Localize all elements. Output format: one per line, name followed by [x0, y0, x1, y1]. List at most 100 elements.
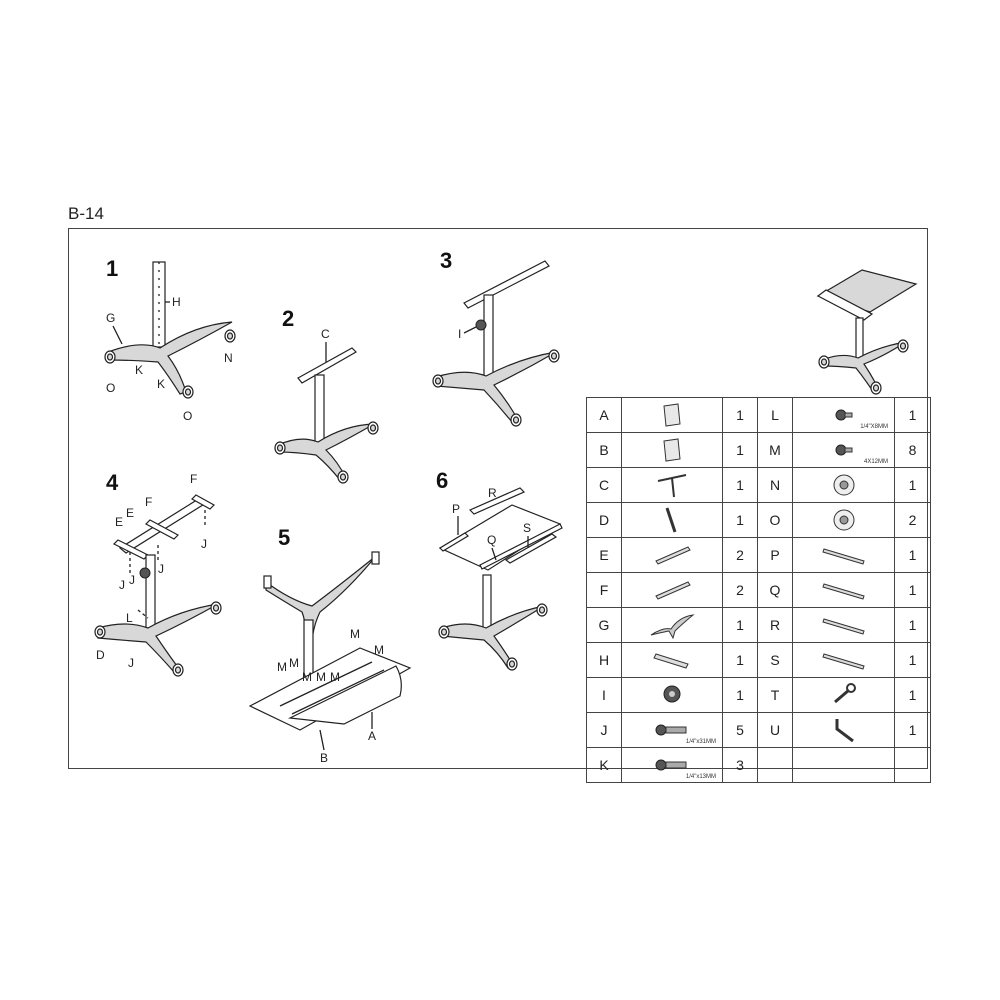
part-illustration	[621, 397, 723, 433]
part-illustration	[792, 642, 895, 678]
label-m: M	[316, 670, 326, 684]
screw-icon	[793, 440, 894, 460]
label-j: J	[201, 537, 207, 551]
label-k: K	[157, 377, 165, 391]
part-spec: 4X12MM	[863, 459, 888, 465]
label-p: P	[452, 502, 460, 516]
label-m: M	[289, 656, 299, 670]
step-6-illustration: 6 P R S Q	[436, 468, 563, 671]
part-illustration	[621, 467, 723, 503]
part-letter: N	[757, 467, 793, 503]
base-icon	[622, 611, 722, 639]
panel-icon	[622, 437, 722, 463]
part-illustration	[792, 712, 895, 748]
step-3-illustration: 3 I	[432, 248, 560, 427]
part-illustration	[792, 502, 895, 538]
part-letter: K	[586, 747, 622, 783]
part-letter: I	[586, 677, 622, 713]
label-r: R	[488, 486, 497, 500]
label-f: F	[190, 472, 197, 486]
part-quantity: 5	[722, 712, 758, 748]
step-2-illustration: 2 C	[274, 306, 379, 484]
part-spec: 1/4"x31MM	[685, 739, 716, 745]
step-5-number: 5	[278, 525, 290, 550]
label-h: H	[172, 295, 181, 309]
label-o: O	[183, 409, 192, 423]
part-quantity: 1	[894, 537, 931, 573]
label-c: C	[321, 327, 330, 341]
part-quantity: 1	[722, 642, 758, 678]
part-spec: 1/4"X8MM	[860, 424, 888, 430]
part-illustration: 1/4"x13MM	[621, 747, 723, 783]
completed-desk-thumbnail	[816, 269, 918, 395]
rail-icon	[793, 648, 894, 672]
part-illustration: 1/4"x31MM	[621, 712, 723, 748]
document-label: B-14	[68, 204, 104, 223]
label-m: M	[374, 643, 384, 657]
part-illustration: 1/4"X8MM	[792, 397, 895, 433]
label-e: E	[126, 506, 134, 520]
part-illustration	[792, 467, 895, 503]
bracket-icon	[622, 578, 722, 602]
part-letter: P	[757, 537, 793, 573]
part-letter: U	[757, 712, 793, 748]
bracket-icon	[622, 543, 722, 567]
part-illustration	[621, 642, 723, 678]
bolt-icon	[622, 754, 722, 776]
label-s: S	[523, 521, 531, 535]
rail-icon	[793, 578, 894, 602]
label-g: G	[106, 311, 115, 325]
knob-icon	[622, 682, 722, 708]
screw-icon	[793, 405, 894, 425]
step-3-number: 3	[440, 248, 452, 273]
part-quantity: 2	[722, 537, 758, 573]
part-quantity: 1	[894, 467, 931, 503]
part-letter: D	[586, 502, 622, 538]
part-illustration	[621, 607, 723, 643]
part-letter: H	[586, 642, 622, 678]
part-illustration	[621, 502, 723, 538]
part-quantity: 8	[894, 432, 931, 468]
label-j: J	[128, 656, 134, 670]
label-j: J	[119, 578, 125, 592]
part-letter: L	[757, 397, 793, 433]
t-bar-icon	[622, 471, 722, 499]
part-quantity: 1	[894, 397, 931, 433]
part-letter: R	[757, 607, 793, 643]
part-quantity: 1	[722, 502, 758, 538]
label-m: M	[330, 670, 340, 684]
label-m: M	[350, 627, 360, 641]
rail-icon	[793, 613, 894, 637]
label-i: I	[458, 327, 461, 341]
label-f: F	[145, 495, 152, 509]
step-1-number: 1	[106, 256, 118, 281]
part-illustration	[792, 677, 895, 713]
part-letter: O	[757, 502, 793, 538]
part-spec: 1/4"x13MM	[685, 774, 716, 780]
part-letter: Q	[757, 572, 793, 608]
part-illustration	[792, 607, 895, 643]
part-quantity: 1	[722, 432, 758, 468]
part-quantity: 1	[894, 677, 931, 713]
wrench-icon	[793, 682, 894, 708]
part-quantity	[894, 747, 931, 783]
label-m: M	[302, 670, 312, 684]
label-o: O	[106, 381, 115, 395]
label-b: B	[320, 751, 328, 765]
part-illustration	[621, 572, 723, 608]
label-a: A	[368, 729, 376, 743]
bolt-icon	[622, 719, 722, 741]
part-quantity: 1	[894, 642, 931, 678]
part-quantity: 2	[894, 502, 931, 538]
